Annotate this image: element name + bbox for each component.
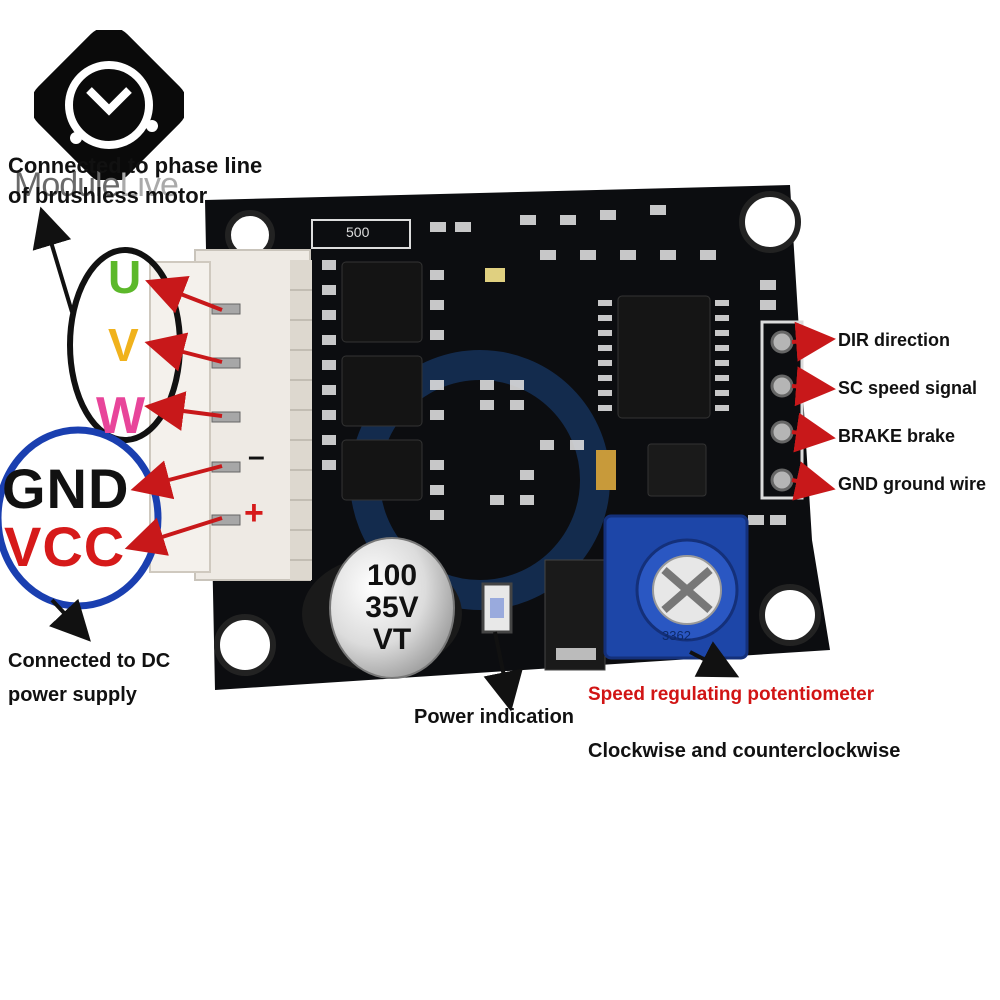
header-pin-brake (770, 420, 794, 444)
motor-phase-line2: of brushless motor (8, 183, 208, 208)
pin-label-gnd: GND (2, 457, 130, 520)
capacitor-label: 100 35V VT (340, 560, 444, 656)
signal-label-dir: DIR direction (838, 330, 951, 350)
power-supply-line1: Connected to DC (8, 650, 171, 672)
trim-potentiometer (603, 514, 749, 660)
pin-label-vcc: VCC (4, 515, 126, 578)
potentiometer-subtitle: Clockwise and counterclockwise (588, 740, 901, 762)
signal-label-sc: SC speed signal (838, 378, 978, 398)
header-pin-dir (770, 330, 794, 354)
mounting-hole (739, 191, 801, 253)
capacitor-line3: VT (372, 623, 412, 656)
mosfet-chip (341, 261, 423, 343)
motor-phase-line1: Connected to phase line (8, 153, 263, 178)
power-supply-label: Connected to DC power supply (8, 644, 170, 712)
signal-label-brake: BRAKE brake (838, 426, 956, 446)
pin-label-w: W (96, 387, 146, 445)
brand-logo-icon (34, 30, 184, 180)
polarity-minus: – (248, 440, 265, 473)
signal-label-gnd: GND ground wire (838, 474, 986, 494)
regulator-chip (647, 443, 707, 497)
header-pin-sc (770, 374, 794, 398)
pot-marking: 3362 (662, 628, 691, 643)
capacitor-line2: 35V (365, 591, 419, 624)
polarity-plus: + (244, 494, 264, 532)
potentiometer-title: Speed regulating potentiometer (588, 684, 875, 705)
capacitor-line1: 100 (366, 559, 418, 592)
brand-bold: Module (14, 166, 121, 204)
mosfet-chip (341, 355, 423, 427)
header-pin-gnd (770, 468, 794, 492)
smd-part (485, 268, 505, 282)
power-indication-label: Power indication (414, 706, 575, 728)
brand-name: ModuleLive (14, 166, 179, 205)
mounting-hole (214, 614, 276, 676)
smd-part (596, 450, 616, 490)
resistor-500 (311, 219, 411, 249)
electrolytic-capacitor (329, 537, 455, 679)
mosfet-chip (341, 439, 423, 501)
mounting-hole (759, 584, 821, 646)
motor-phase-label: Connected to phase line of brushless mot… (8, 148, 262, 214)
signal-header (760, 320, 804, 500)
brand-light: Live (119, 166, 179, 204)
power-supply-line2: power supply (8, 684, 137, 706)
resistor-marking: 500 (346, 224, 370, 240)
pin-label-v: V (108, 319, 139, 371)
diode-band (556, 648, 596, 660)
pin-label-u: U (108, 251, 142, 303)
controller-chip (617, 295, 711, 419)
